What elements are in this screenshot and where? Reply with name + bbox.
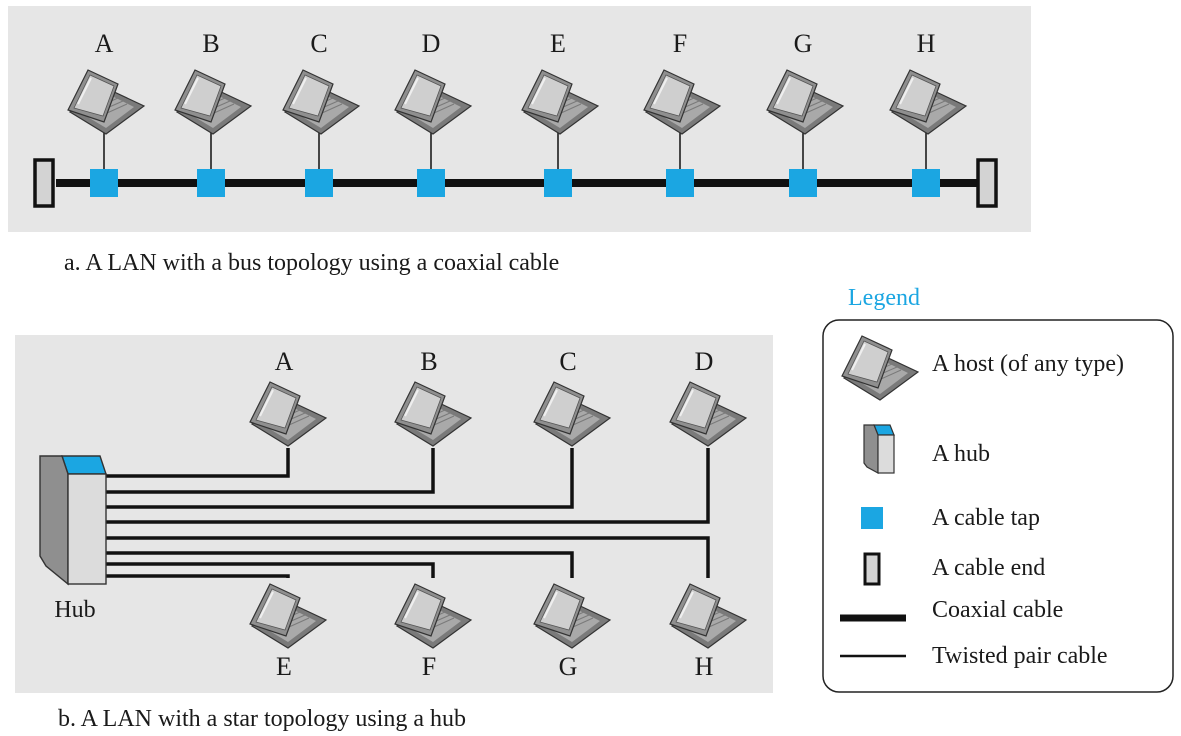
legend-host-label: A host (of any type) [932,351,1124,377]
legend-coax-label: Coaxial cable [932,597,1063,623]
star-host-label: B [420,347,437,376]
legend-box [822,319,1174,693]
cable-tap-d [417,169,445,197]
legend-twisted-label: Twisted pair cable [932,643,1108,669]
twisted-pair-cables [103,448,710,578]
bus-host-label: B [202,29,219,58]
star-host-label: G [559,652,578,681]
cable-tap-f [666,169,694,197]
hub-label: Hub [54,597,95,623]
legend-title: Legend [848,285,920,311]
cable-tap-c [305,169,333,197]
hub-icon [863,424,895,474]
star-host-label: E [276,652,292,681]
cable-end-right [976,158,998,208]
bus-host-label: C [310,29,327,58]
star-host-label: H [695,652,714,681]
legend-tap-swatch [861,507,883,529]
hub-icon [39,455,107,585]
cable-end-left [33,158,55,208]
bus-host-label: E [550,29,566,58]
star-host-label: A [275,347,294,376]
star-host-label: C [559,347,576,376]
bus-host-label: G [794,29,813,58]
cable-tap-h [912,169,940,197]
bus-host-label: D [422,29,441,58]
legend-end-label: A cable end [932,555,1045,581]
star-caption: b. A LAN with a star topology using a hu… [58,706,466,732]
cable-tap-g [789,169,817,197]
legend-tap-label: A cable tap [932,505,1040,531]
bus-host-label: A [95,29,114,58]
cable-taps [90,169,940,197]
cable-tap-e [544,169,572,197]
bus-caption: a. A LAN with a bus topology using a coa… [64,250,559,276]
star-host-label: F [422,652,436,681]
cable-tap-b [197,169,225,197]
cable-tap-a [90,169,118,197]
star-host-label: D [695,347,714,376]
bus-host-label: F [673,29,687,58]
bus-drop-cables [103,130,927,172]
bus-host-label: H [917,29,936,58]
legend-end-swatch [863,552,881,586]
bus-panel [8,6,1031,232]
star-panel [15,335,773,693]
legend-hub-label: A hub [932,441,990,467]
